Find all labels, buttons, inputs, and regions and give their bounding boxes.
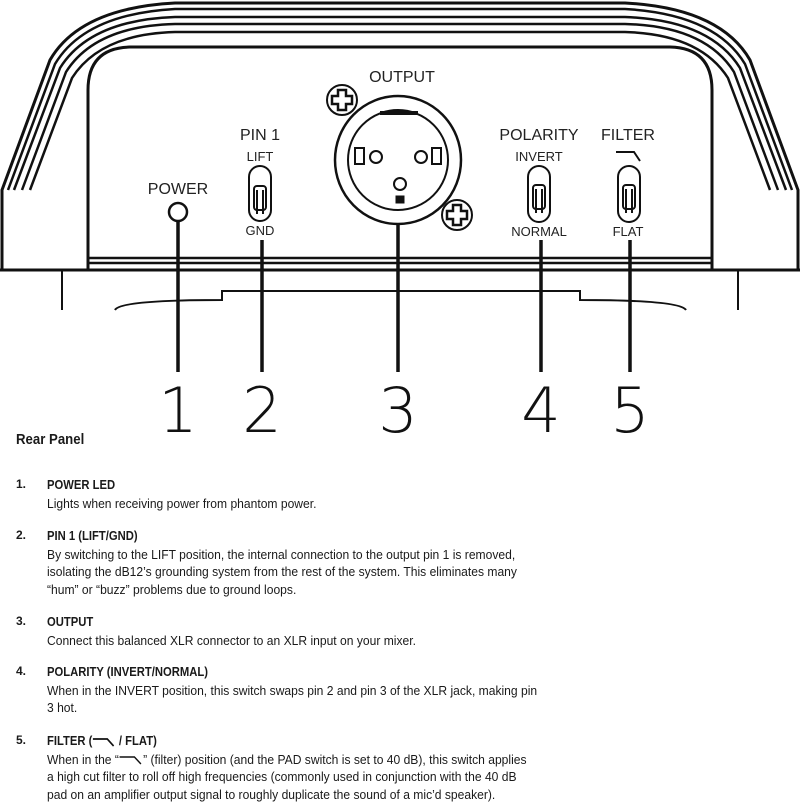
heading-suffix: / FLAT)	[116, 734, 157, 748]
output-label: OUTPUT	[369, 69, 435, 86]
item-heading: FILTER ( / FLAT)	[47, 733, 157, 751]
polarity-label: POLARITY	[499, 127, 578, 144]
item-body-line: When in the “ ” (filter) position (and th…	[47, 751, 669, 769]
lift-label: LIFT	[247, 149, 274, 164]
heading-prefix: FILTER (	[47, 734, 92, 748]
screw-icon	[442, 200, 472, 230]
filter-switch[interactable]	[618, 166, 640, 222]
item-heading: POLARITY (INVERT/NORMAL)	[47, 664, 208, 682]
flat-label: FLAT	[613, 224, 644, 239]
item-number: 4.	[16, 663, 26, 681]
invert-label: INVERT	[515, 149, 562, 164]
high-cut-filter-icon	[92, 737, 115, 747]
pin1-switch[interactable]	[249, 166, 271, 221]
item-heading: OUTPUT	[47, 614, 93, 632]
high-cut-filter-icon	[119, 755, 143, 765]
list-item-output: 3. OUTPUT Connect this balanced XLR conn…	[16, 613, 716, 649]
filter-label: FILTER	[601, 127, 655, 144]
list-item-polarity: 4. POLARITY (INVERT/NORMAL) When in the …	[16, 663, 716, 717]
callout-lines	[178, 221, 630, 372]
high-cut-filter-icon	[616, 152, 640, 161]
callout-4: 4	[521, 374, 560, 445]
item-body-line: isolating the dB12’s grounding system fr…	[47, 563, 669, 581]
item-number: 1.	[16, 476, 26, 494]
callout-5: 5	[610, 374, 649, 445]
rear-panel-diagram: POWER PIN 1 LIFT GND OUTPUT POLARITY INV…	[0, 0, 800, 445]
item-body-line: Lights when receiving power from phantom…	[47, 495, 669, 513]
item-heading: POWER LED	[47, 477, 115, 495]
body-prefix: When in the “	[47, 752, 119, 767]
item-body-line: By switching to the LIFT position, the i…	[47, 546, 669, 564]
callout-3: 3	[378, 374, 417, 445]
pin1-label: PIN 1	[240, 127, 280, 144]
gnd-label: GND	[246, 223, 275, 238]
item-number: 2.	[16, 527, 26, 545]
power-led	[169, 203, 187, 221]
item-number: 5.	[16, 732, 26, 750]
item-body-line: Connect this balanced XLR connector to a…	[47, 632, 669, 650]
item-body-line: 3 hot.	[47, 699, 669, 717]
section-title: Rear Panel	[16, 431, 84, 448]
item-heading: PIN 1 (LIFT/GND)	[47, 528, 138, 546]
item-number: 3.	[16, 613, 26, 631]
xlr-connector[interactable]	[335, 96, 461, 224]
power-label: POWER	[148, 181, 208, 198]
item-body-line: “hum” or “buzz” problems due to ground l…	[47, 581, 669, 599]
item-body-line: a high cut filter to roll off high frequ…	[47, 768, 669, 786]
polarity-switch[interactable]	[528, 166, 550, 222]
screw-icon	[327, 85, 357, 115]
list-item-power-led: 1. POWER LED Lights when receiving power…	[16, 476, 716, 512]
item-body-line: When in the INVERT position, this switch…	[47, 682, 669, 700]
callout-2: 2	[242, 374, 281, 445]
body-suffix: ” (filter) position (and the PAD switch …	[143, 752, 526, 767]
item-body-line: pad on an amplifier output signal to rou…	[47, 786, 669, 803]
normal-label: NORMAL	[511, 224, 567, 239]
list-item-filter: 5. FILTER ( / FLAT) When in the “ ” (filt…	[16, 732, 716, 803]
list-item-pin1: 2. PIN 1 (LIFT/GND) By switching to the …	[16, 527, 716, 598]
callout-1: 1	[158, 374, 197, 445]
